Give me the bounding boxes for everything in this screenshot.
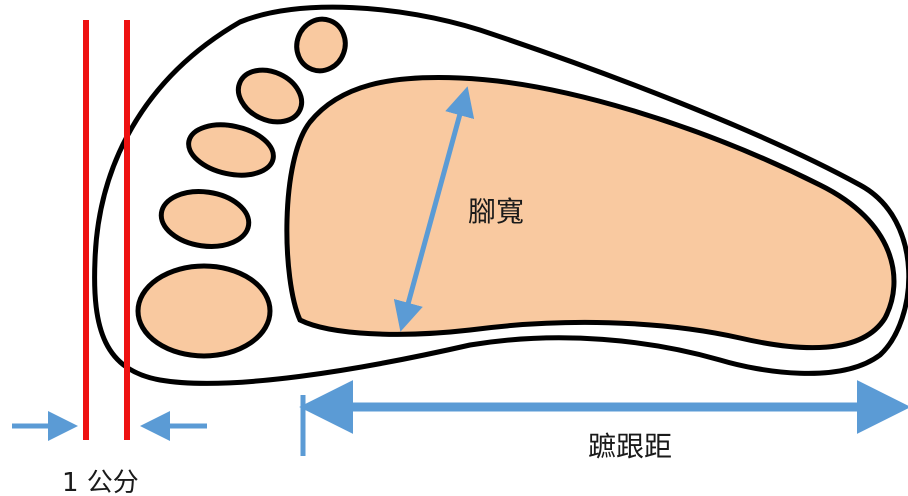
margin-label: 1 公分 — [62, 462, 139, 496]
foot-width-label: 腳寬 — [468, 190, 524, 230]
toe-heel-distance-label: 蹠跟距 — [588, 425, 672, 465]
big-toe — [138, 266, 270, 356]
sole-shape — [287, 78, 894, 348]
